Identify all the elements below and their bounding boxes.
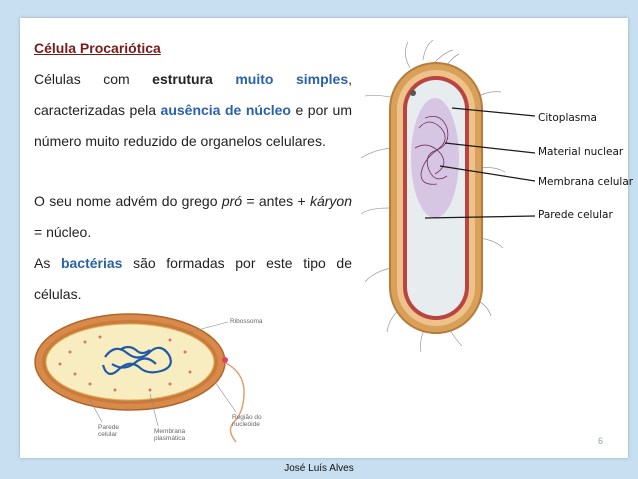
label-membrana-celular: Membrana celular <box>538 176 634 188</box>
cytoplasm-shape <box>411 98 459 218</box>
nuclear-material-shape <box>414 115 449 185</box>
label-ribossoma: Ribossoma <box>230 318 263 325</box>
bacterium-diagram-right: Citoplasma Material nuclear Membrana cel… <box>355 38 638 358</box>
paragraph-etymology: O seu nome advém do grego pró = antes + … <box>34 193 352 240</box>
label-membrana-plasmatica-l2: plasmática <box>154 435 186 442</box>
keyword-estrutura: estrutura <box>152 71 213 87</box>
slide-title: Célula Procariótica <box>34 40 161 56</box>
label-regiao-nucleoide-l2: nucleóide <box>232 421 260 428</box>
label-regiao-nucleoide-l1: Região do <box>232 414 262 421</box>
label-membrana-plasmatica-l1: Membrana <box>154 428 186 435</box>
footer-author: José Luís Alves <box>284 463 354 474</box>
paragraph-definition: Células com estrutura muito simples, car… <box>34 71 352 149</box>
bacterium-section-illustration <box>34 313 245 443</box>
paragraph-bacteria: As bactérias são formadas por este tipo … <box>34 255 352 302</box>
keyword-muito-simples: muito simples <box>235 71 349 87</box>
page-number: 6 <box>598 436 604 446</box>
bacterium-illustration <box>360 39 536 353</box>
label-material-nuclear: Material nuclear <box>538 146 624 158</box>
text: Células com <box>34 71 153 87</box>
label-parede-celular-l1: Parede <box>98 424 119 431</box>
label-citoplasma: Citoplasma <box>538 112 597 124</box>
term-pro: pró <box>221 193 243 209</box>
label-parede-celular-l2: celular <box>98 431 118 438</box>
term-karyon: káryon <box>309 193 352 209</box>
label-parede-celular: Parede celular <box>538 209 613 221</box>
keyword-bacterias: bactérias <box>60 255 123 271</box>
bacterium-diagram-left: Ribossoma Parede celular Membrana plasmá… <box>30 302 280 452</box>
keyword-ausencia-nucleo: ausência de núcleo <box>160 102 291 118</box>
